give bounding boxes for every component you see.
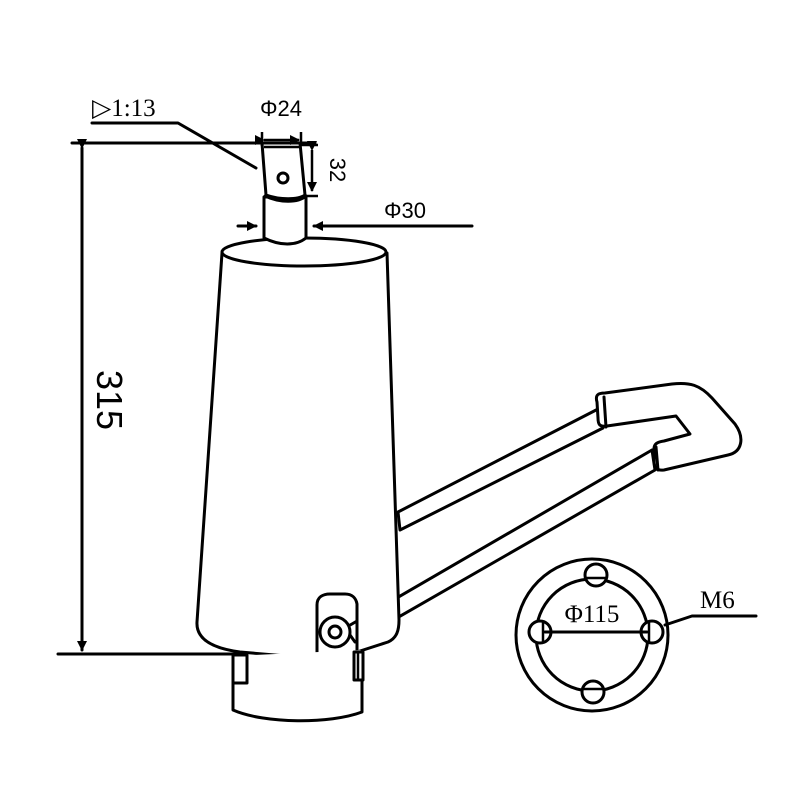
bolt-hole-top xyxy=(583,562,609,588)
taper-label: ▷1:13 xyxy=(92,95,156,122)
piston-shaft xyxy=(260,141,308,246)
shaft-taper-top xyxy=(260,141,307,201)
lever-pivot xyxy=(318,615,352,649)
top-height-label: 32 xyxy=(325,158,350,182)
bolt-holes xyxy=(527,562,665,705)
shaft-hole xyxy=(276,171,290,185)
shaft-diameter-dimension: Φ30 xyxy=(236,198,474,231)
base-flange-view: Φ115 M6 xyxy=(514,557,758,713)
pivot-outer xyxy=(318,615,352,649)
pivot-pin xyxy=(327,624,343,640)
cylinder-body xyxy=(195,236,401,660)
cylinder-outer-tube xyxy=(195,251,401,660)
cylinder-base xyxy=(231,650,365,723)
bolt-hole-bottom xyxy=(580,679,606,705)
top-height-dimension: 32 xyxy=(300,141,350,198)
taper-callout: ▷1:13 xyxy=(90,95,258,170)
top-diameter-dimension: Φ24 xyxy=(255,96,303,146)
base-diameter-label: Φ115 xyxy=(565,601,620,628)
lever-lower-rod xyxy=(343,448,657,644)
flange-bolt-circle xyxy=(534,577,650,693)
base-cup xyxy=(231,650,364,723)
thread-leader xyxy=(663,614,758,627)
shaft-lower xyxy=(262,195,308,246)
flange-outer-circle xyxy=(514,557,670,713)
lever-upper-rod xyxy=(396,406,605,532)
cylinder-top-ellipse xyxy=(220,236,388,268)
overall-height-label: 315 xyxy=(89,370,130,430)
base-tab-left xyxy=(231,653,249,685)
top-diameter-label: Φ24 xyxy=(260,96,302,121)
thread-label: M6 xyxy=(700,587,735,614)
release-lever xyxy=(343,381,743,644)
taper-leader xyxy=(90,121,258,170)
shaft-diameter-label: Φ30 xyxy=(384,198,426,223)
lever-handle-grip xyxy=(594,381,743,472)
